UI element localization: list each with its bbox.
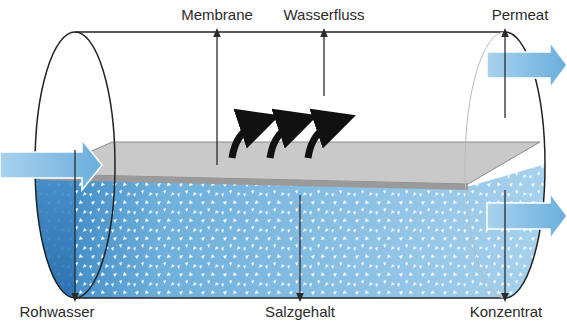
part-label: Salzgehalt [263, 303, 337, 321]
part-label: Rohwasser [17, 303, 96, 321]
flow-arrows [232, 122, 336, 158]
membrane-edge [40, 174, 468, 190]
salt-particles [30, 160, 560, 320]
permeate-arrow [487, 42, 567, 88]
part-label: Wasserfluss [281, 6, 366, 24]
leader-lines [75, 32, 505, 298]
concentrate-arrow [487, 193, 567, 239]
part-label: Konzentrat [468, 303, 545, 321]
part-label: Permeat [490, 6, 551, 24]
part-label: Membrane [179, 6, 255, 24]
inlet-arrow [0, 140, 102, 190]
raw-water [30, 160, 560, 320]
